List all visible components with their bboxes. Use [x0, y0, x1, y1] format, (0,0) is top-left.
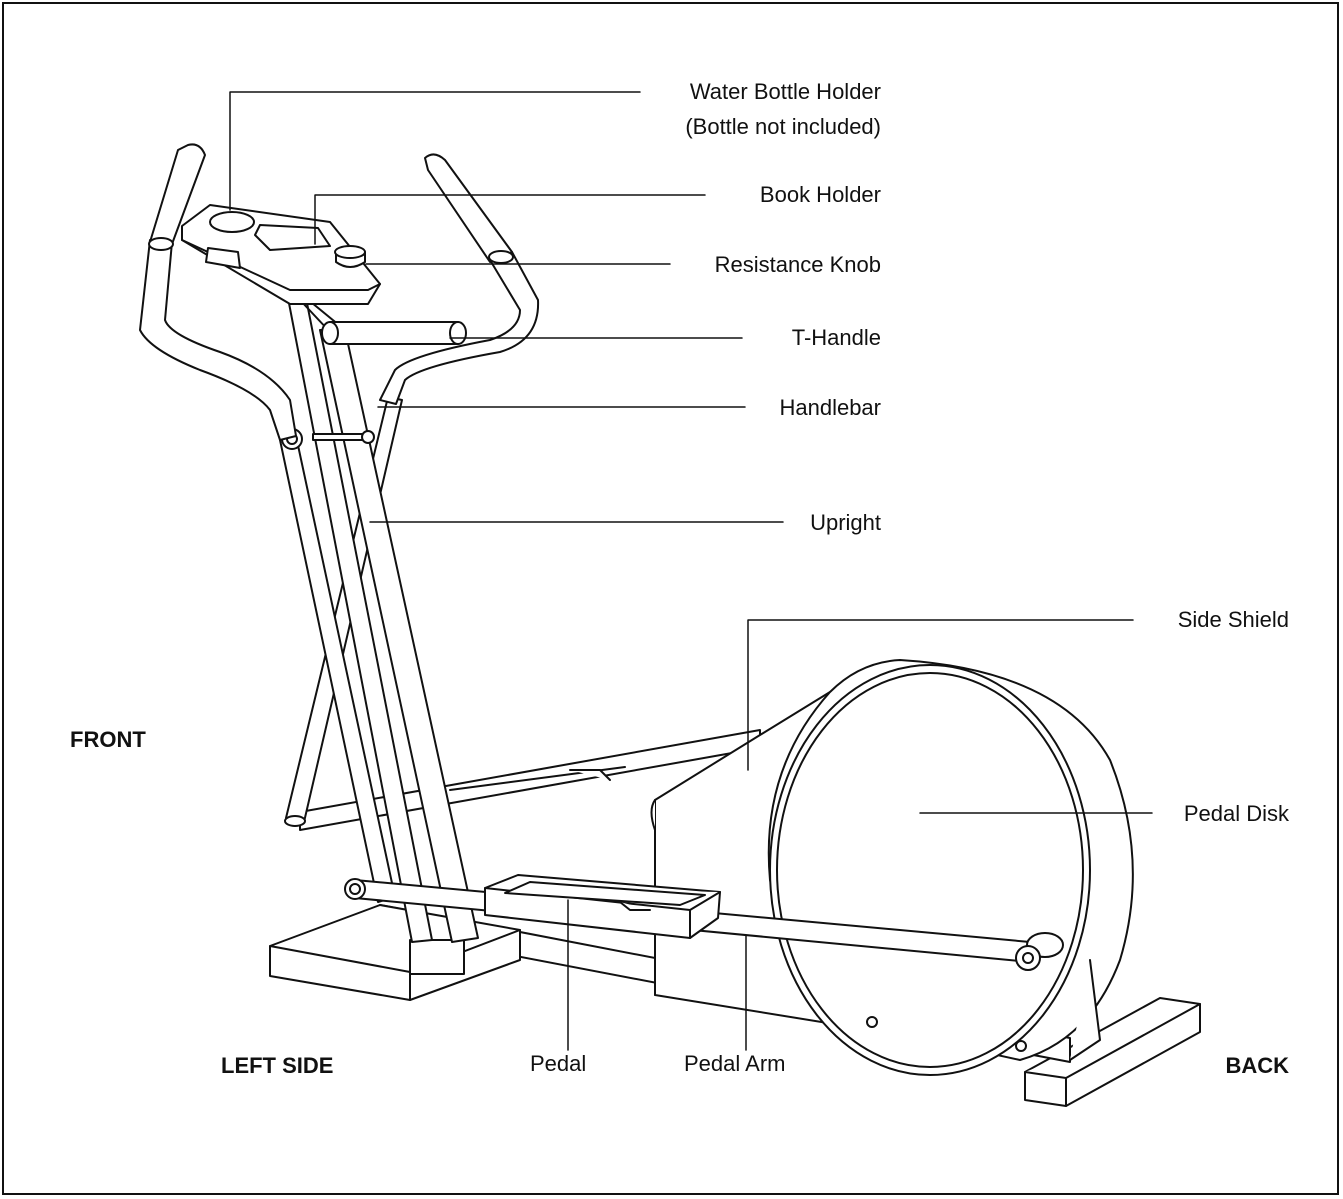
pedal-drawing — [484, 874, 721, 939]
orientation-left-side: LEFT SIDE — [221, 1053, 334, 1078]
orientation-back: BACK — [1225, 1053, 1289, 1078]
label-t-handle: T-Handle — [791, 325, 881, 350]
front-stabilizer — [269, 904, 521, 1001]
leader-book-holder — [314, 194, 706, 245]
orientation-front: FRONT — [70, 727, 146, 752]
label-upright: Upright — [810, 510, 881, 535]
label-bottle-not-included: (Bottle not included) — [685, 114, 881, 139]
leader-side-shield — [747, 619, 1134, 771]
label-pedal: Pedal — [530, 1051, 587, 1076]
label-pedal-arm: Pedal Arm — [684, 1051, 786, 1076]
label-handlebar: Handlebar — [779, 395, 881, 420]
upright-column — [287, 297, 479, 943]
handlebars-drawing — [139, 143, 540, 441]
t-handle-drawing — [321, 321, 467, 345]
pedal-disk-body — [767, 659, 1134, 1076]
console-drawing — [181, 204, 381, 305]
label-water-bottle-holder: Water Bottle Holder — [689, 79, 881, 104]
label-side-shield: Side Shield — [1177, 607, 1289, 632]
label-pedal-disk: Pedal Disk — [1183, 801, 1289, 826]
leader-water-bottle — [229, 91, 641, 211]
leader-lines — [229, 91, 1153, 1051]
label-resistance-knob: Resistance Knob — [714, 252, 881, 277]
label-book-holder: Book Holder — [759, 182, 881, 207]
